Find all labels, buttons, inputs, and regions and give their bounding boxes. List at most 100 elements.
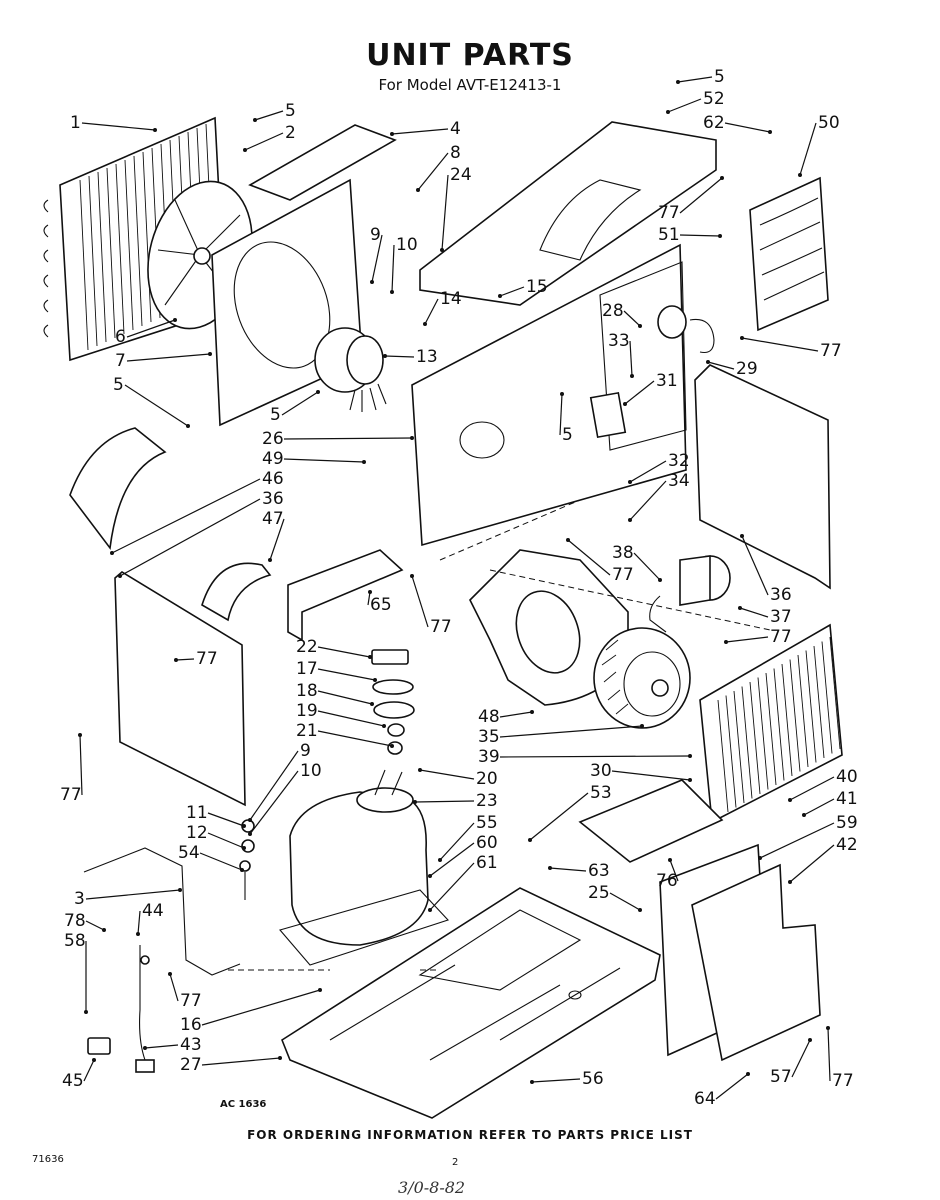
callout-label: 77: [196, 649, 218, 669]
callout-label: 35: [478, 727, 500, 747]
coil-fin: [749, 681, 761, 795]
leader-arrowhead: [153, 128, 157, 132]
callout-label: 14: [440, 289, 462, 309]
part-number: 71636: [32, 1154, 64, 1165]
page-number: 2: [452, 1157, 459, 1168]
leader-line: [175, 658, 195, 661]
leader-arrowhead: [530, 1080, 534, 1084]
leader-arrowhead: [440, 248, 444, 252]
callout-label: 5: [562, 425, 573, 445]
coil-fin: [813, 645, 825, 759]
leader-line: [724, 122, 771, 133]
callout-label: 8: [450, 143, 461, 163]
leader-arrowhead: [383, 354, 387, 358]
callout-label: 78: [64, 911, 86, 931]
leader-line: [499, 286, 525, 297]
leader-arrowhead: [530, 710, 534, 714]
leader-line: [741, 337, 819, 352]
callout-label: 58: [64, 931, 86, 951]
leader-arrowhead: [174, 658, 178, 662]
leader-arrowhead: [248, 832, 252, 836]
leader-line: [559, 393, 563, 436]
leader-arrowhead: [410, 436, 414, 440]
leader-arrowhead: [370, 280, 374, 284]
center-bulkhead: [411, 243, 687, 547]
leader-line: [441, 174, 449, 251]
coil-fin: [773, 668, 785, 781]
callout-label: 48: [478, 707, 500, 727]
callout-label: 3: [74, 889, 85, 909]
leader-line: [629, 340, 633, 377]
leader-line: [499, 711, 533, 718]
callout-label: 30: [590, 761, 612, 781]
callout-label: 6: [115, 327, 126, 347]
callout-label: 29: [736, 359, 758, 379]
leader-line: [827, 1027, 831, 1082]
leader-arrowhead: [78, 733, 82, 737]
leader-arrowhead: [362, 460, 366, 464]
callout-label: 5: [270, 405, 281, 425]
leader-line: [623, 310, 641, 327]
coil-fin: [79, 179, 89, 351]
callout-label: 21: [296, 721, 318, 741]
leader-line: [317, 690, 373, 705]
leader-line: [725, 636, 769, 643]
callout-label: 31: [656, 371, 678, 391]
capacitor: [657, 305, 715, 354]
coil-fin: [741, 686, 753, 799]
leader-line: [283, 458, 365, 463]
leader-line: [371, 234, 383, 283]
top-housing: [419, 121, 717, 306]
callout-label: 40: [836, 767, 858, 787]
leader-line: [79, 734, 83, 796]
callout-label: 61: [476, 853, 498, 873]
right-side-panel: [694, 364, 831, 590]
callout-label: 77: [430, 617, 452, 637]
leader-line: [499, 755, 691, 758]
leader-arrowhead: [788, 880, 792, 884]
callout-label: 76: [656, 871, 678, 891]
callout-label: 39: [478, 747, 500, 767]
callout-label: 46: [262, 469, 284, 489]
leader-arrowhead: [720, 176, 724, 180]
callout-label: 50: [818, 113, 840, 133]
callout-label: 38: [612, 543, 634, 563]
leader-line: [414, 800, 475, 803]
callout-label: 2: [285, 123, 296, 143]
callout-label: 56: [582, 1069, 604, 1089]
handwritten-note: 3/0-8-82: [398, 1178, 466, 1197]
leader-arrowhead: [740, 534, 744, 538]
leader-arrowhead: [373, 678, 377, 682]
leader-line: [531, 1078, 581, 1083]
callout-label: 60: [476, 833, 498, 853]
coil-fin: [805, 650, 817, 763]
drain-tray: [578, 779, 724, 863]
callout-label: 9: [370, 225, 381, 245]
leader-arrowhead: [118, 574, 122, 578]
callout-label: 18: [296, 681, 318, 701]
blower-assembly: [469, 549, 691, 729]
leader-arrowhead: [208, 352, 212, 356]
leader-line: [624, 380, 655, 405]
leader-line: [629, 460, 667, 483]
leader-line: [81, 122, 156, 131]
leader-line: [417, 152, 449, 191]
leader-arrowhead: [248, 818, 252, 822]
leader-line: [85, 889, 181, 900]
callout-label: 77: [832, 1071, 854, 1091]
callout-label: 13: [416, 347, 438, 367]
leader-arrowhead: [706, 360, 710, 364]
leader-line: [803, 798, 835, 816]
leader-arrowhead: [186, 424, 190, 428]
leader-line: [739, 607, 769, 618]
callout-label: 36: [770, 585, 792, 605]
callout-label: 55: [476, 813, 498, 833]
leader-line: [679, 177, 723, 214]
callout-label: 64: [694, 1089, 716, 1109]
leader-arrowhead: [413, 800, 417, 804]
coil-fin: [757, 677, 769, 790]
callout-label: 43: [180, 1035, 202, 1055]
callout-label: 7: [115, 351, 126, 371]
callout-label: 77: [658, 203, 680, 223]
